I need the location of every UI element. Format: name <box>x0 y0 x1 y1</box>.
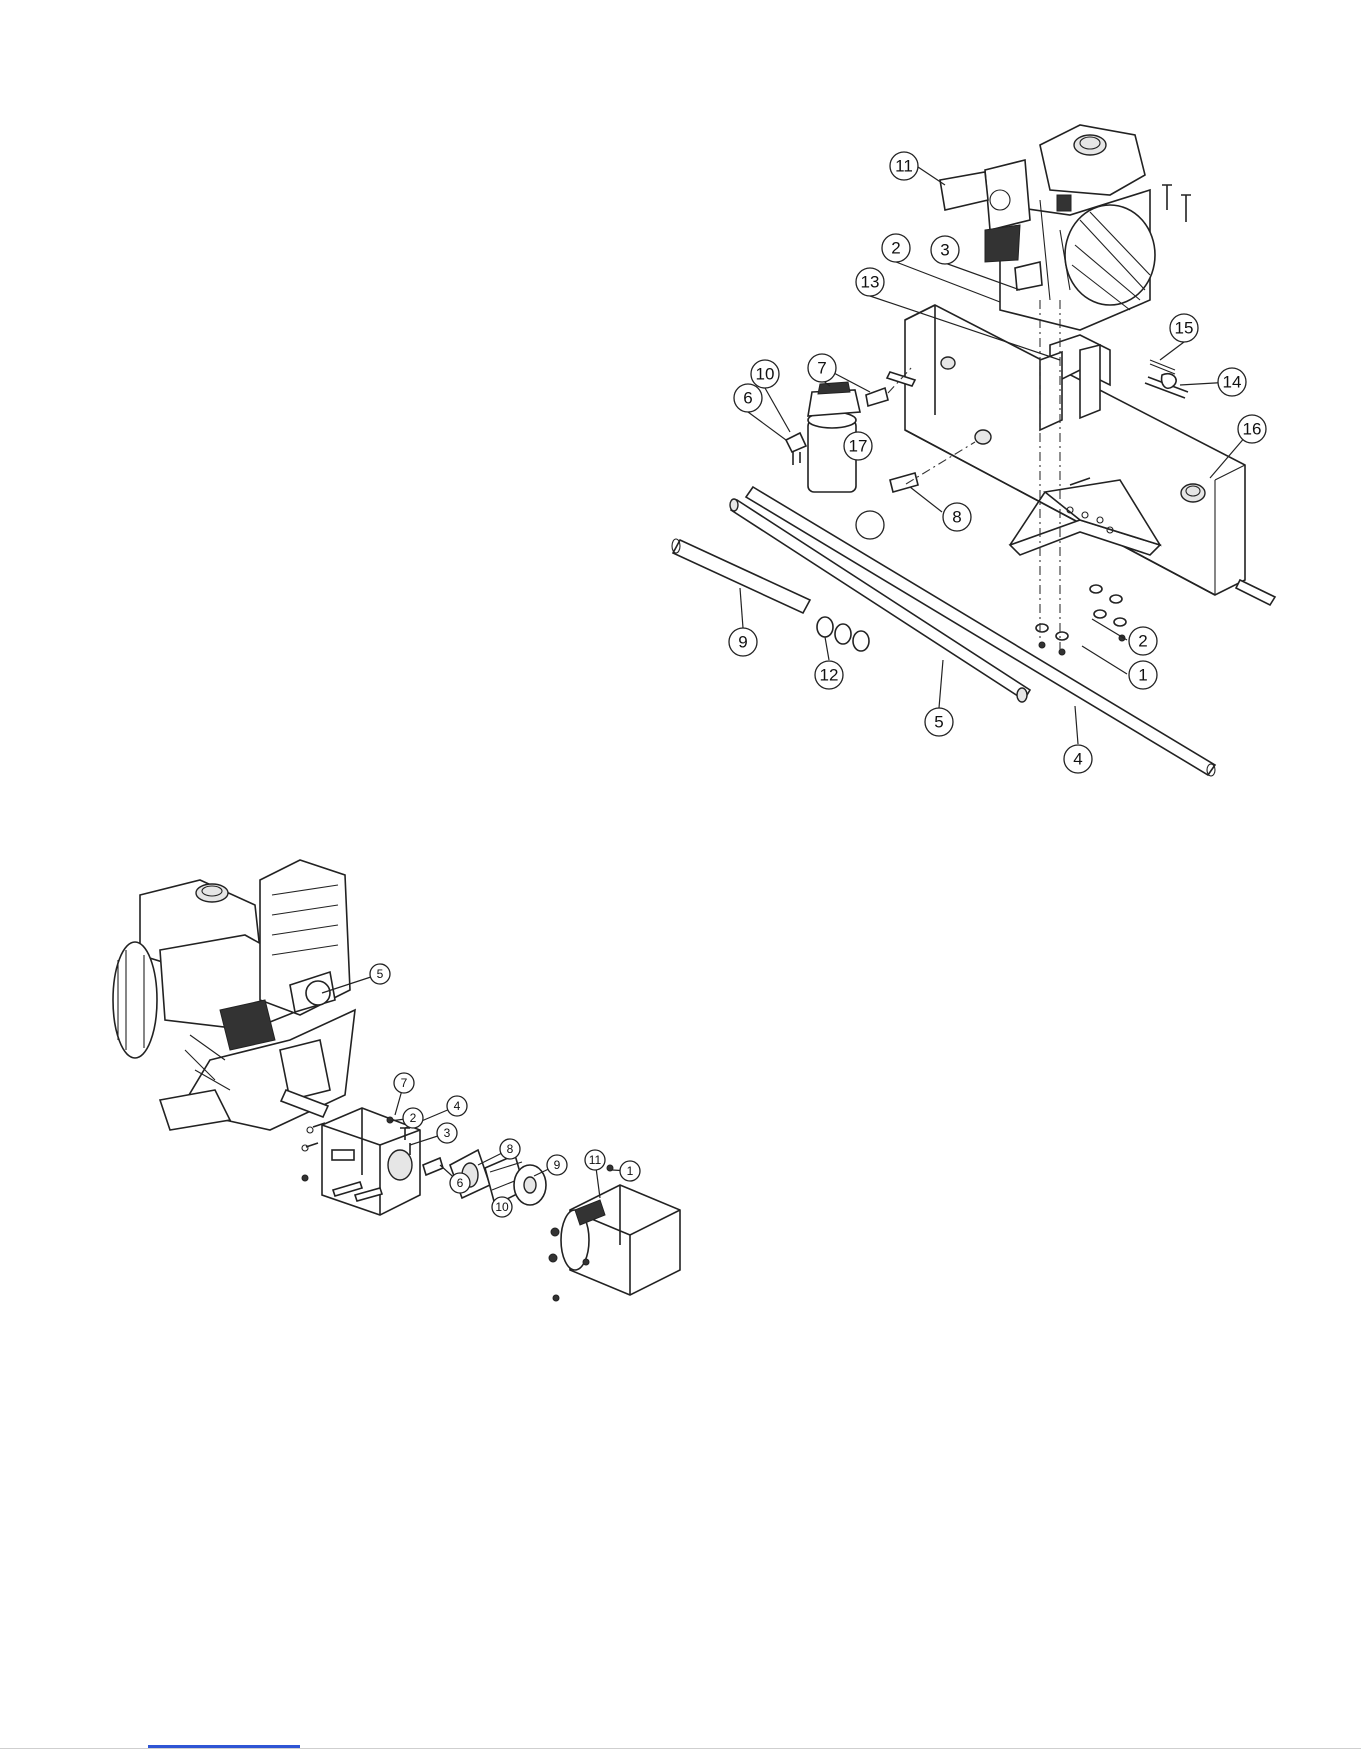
callout-2: 2 <box>882 234 910 262</box>
callout-label: 4 <box>1073 750 1082 769</box>
callout-16: 16 <box>1238 415 1266 443</box>
callout-8: 8 <box>943 503 971 531</box>
callout-label: 13 <box>861 273 880 292</box>
callout-label: 5 <box>377 967 384 981</box>
callout-label: 11 <box>589 1153 602 1167</box>
callout-label: 3 <box>444 1126 451 1140</box>
callout-6: 6 <box>450 1173 470 1193</box>
beam-tank <box>887 305 1275 605</box>
footer-link-underline[interactable] <box>148 1745 300 1748</box>
callout-label: 4 <box>454 1099 461 1113</box>
callout-label: 3 <box>940 241 949 260</box>
callout-1: 1 <box>1129 661 1157 689</box>
engine-bottom <box>113 860 355 1130</box>
callout-10: 10 <box>492 1197 512 1217</box>
footer-rule <box>0 1748 1361 1749</box>
pump <box>549 1165 680 1301</box>
callout-1: 1 <box>620 1161 640 1181</box>
callout-label: 14 <box>1223 373 1242 392</box>
callout-12: 12 <box>815 661 843 689</box>
callout-label: 7 <box>401 1076 408 1090</box>
callout-label: 2 <box>410 1111 417 1125</box>
callout-13: 13 <box>856 268 884 296</box>
callout-3: 3 <box>931 236 959 264</box>
callout-4: 4 <box>447 1096 467 1116</box>
callout-label: 10 <box>756 365 775 384</box>
callout-9: 9 <box>547 1155 567 1175</box>
callout-label: 1 <box>1138 666 1147 685</box>
callout-label: 2 <box>891 239 900 258</box>
callout-label: 10 <box>495 1200 509 1214</box>
callout-11: 11 <box>585 1150 605 1170</box>
callout-7: 7 <box>394 1073 414 1093</box>
callout-label: 5 <box>934 713 943 732</box>
callout-label: 6 <box>743 389 752 408</box>
callout-5: 5 <box>370 964 390 984</box>
callout-15: 15 <box>1170 314 1198 342</box>
callout-4: 4 <box>1064 745 1092 773</box>
coupler-parts <box>423 1150 546 1205</box>
callout-label: 8 <box>507 1142 514 1156</box>
callout-label: 6 <box>457 1176 464 1190</box>
callout-9: 9 <box>729 628 757 656</box>
callout-blank <box>856 511 884 539</box>
callout-label: 11 <box>895 157 913 176</box>
callout-2: 2 <box>403 1108 423 1128</box>
callout-label: 9 <box>738 633 747 652</box>
callout-14: 14 <box>1218 368 1246 396</box>
callout-10: 10 <box>751 360 779 388</box>
callout-label: 12 <box>820 666 839 685</box>
callout-5: 5 <box>925 708 953 736</box>
callout-label: 17 <box>849 437 868 456</box>
engine-top <box>940 125 1191 330</box>
callout-label: 9 <box>554 1158 561 1172</box>
bottom-exploded-assembly: 1 2 34 5 6 7 8 9 10 11 <box>113 860 680 1301</box>
callout-label: 1 <box>627 1164 634 1178</box>
callout-7: 7 <box>808 354 836 382</box>
pin-clip-cap <box>1145 360 1188 398</box>
lower-hardware <box>1036 585 1126 655</box>
callout-8: 8 <box>500 1139 520 1159</box>
callout-3: 3 <box>437 1123 457 1143</box>
callout-11: 11 <box>890 152 918 180</box>
callout-label: 8 <box>952 508 961 527</box>
callout-label: 7 <box>817 359 826 378</box>
callout-label: 16 <box>1243 420 1262 439</box>
bell-housing <box>302 1108 420 1215</box>
callout-2: 2 <box>1129 627 1157 655</box>
callout-label: 15 <box>1175 319 1194 338</box>
callout-label: 2 <box>1138 632 1147 651</box>
callout-17: 17 <box>844 432 872 460</box>
callout-6: 6 <box>734 384 762 412</box>
